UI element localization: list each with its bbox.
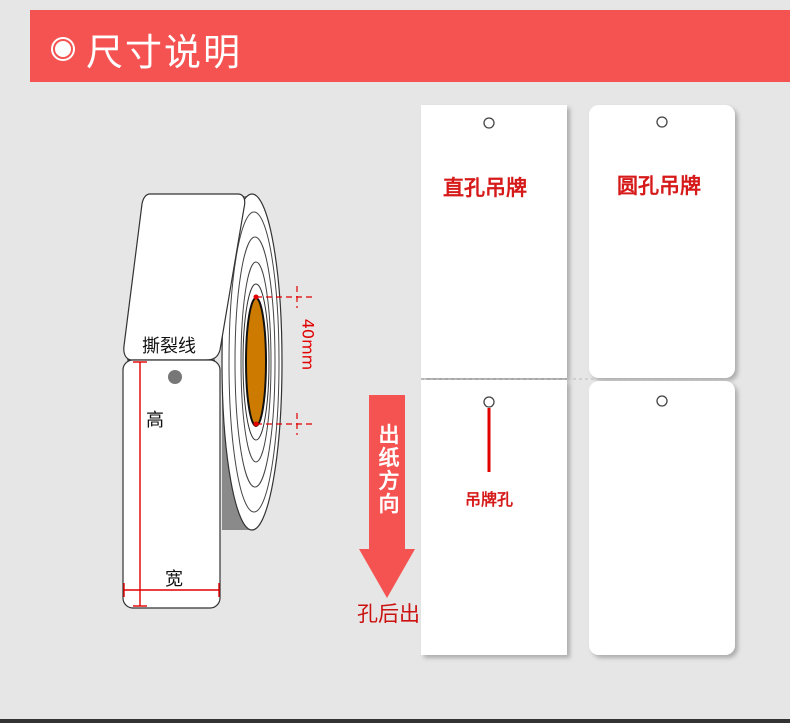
tear-line-label: 撕裂线 xyxy=(142,336,196,357)
round-hole-tag-title: 圆孔吊牌 xyxy=(617,174,701,198)
straight-hole-tag-title: 直孔吊牌 xyxy=(443,176,527,200)
feed-direction-label: 出纸方向 xyxy=(378,423,400,516)
tag-hole-label: 吊牌孔 xyxy=(465,490,514,509)
round-hole-tags xyxy=(589,105,735,655)
label-hole xyxy=(168,370,182,384)
roll-core xyxy=(245,297,267,427)
straight-hole-tags xyxy=(421,105,567,655)
height-label: 高 xyxy=(146,410,164,431)
bottom-divider xyxy=(0,719,790,723)
bullet-icon xyxy=(53,39,73,59)
label-roll xyxy=(122,193,312,609)
width-label: 宽 xyxy=(165,569,183,590)
hole-after-label: 孔后出 xyxy=(357,602,420,626)
core-dimension-label: 40mm xyxy=(298,318,318,371)
feed-direction-arrow xyxy=(359,395,415,598)
page-title: 尺寸说明 xyxy=(86,31,242,74)
header-banner: 尺寸说明 xyxy=(30,10,790,82)
